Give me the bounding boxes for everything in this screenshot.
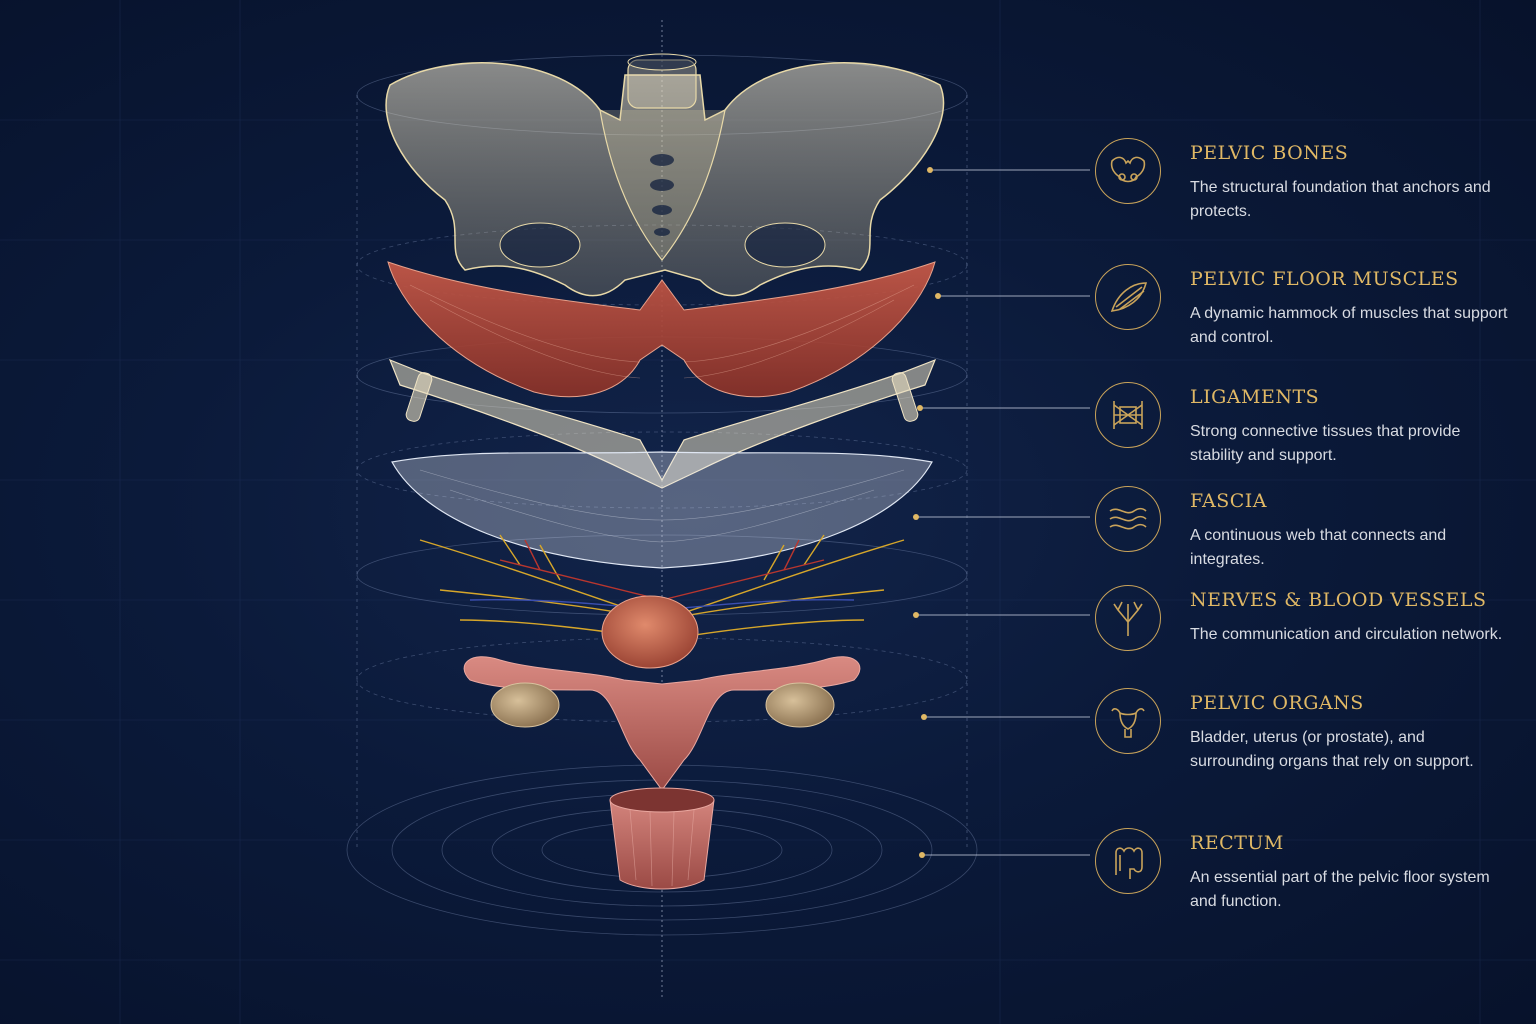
legend-description: The communication and circulation networ… (1190, 626, 1503, 643)
pelvic-floor-muscles-layer (387, 261, 936, 398)
legend-item-pelvic-floor-muscles: PELVIC FLOOR MUSCLES A dynamic hammock o… (1095, 264, 1515, 364)
legend-description: Strong connective tissues that provide s… (1190, 423, 1461, 464)
legend-description: An essential part of the pelvic floor sy… (1190, 869, 1490, 910)
muscle-icon (1095, 264, 1161, 330)
nerve-tree-icon (1095, 585, 1161, 651)
legend-description: A continuous web that connects and integ… (1190, 527, 1447, 568)
legend-title: PELVIC BONES (1190, 142, 1349, 164)
fascia-layer (391, 451, 933, 569)
legend-item-rectum: RECTUM An essential part of the pelvic f… (1095, 828, 1515, 928)
legend-item-fascia: FASCIA A continuous web that connects an… (1095, 486, 1515, 586)
ligament-icon (1095, 382, 1161, 448)
legend-item-nerves-blood-vessels: NERVES & BLOOD VESSELS The communication… (1095, 585, 1515, 685)
pelvis-icon (1095, 138, 1161, 204)
legend-description: A dynamic hammock of muscles that suppor… (1190, 305, 1508, 346)
fascia-waves-icon (1095, 486, 1161, 552)
legend-item-ligaments: LIGAMENTS Strong connective tissues that… (1095, 382, 1515, 482)
legend-description: The structural foundation that anchors a… (1190, 179, 1491, 220)
intestine-icon (1095, 828, 1161, 894)
left-ovary (490, 682, 560, 728)
legend-title: PELVIC FLOOR MUSCLES (1190, 268, 1459, 290)
legend-title: RECTUM (1190, 832, 1284, 854)
legend-title: LIGAMENTS (1190, 386, 1320, 408)
legend-description: Bladder, uterus (or prostate), and surro… (1190, 729, 1474, 770)
legend-title: PELVIC ORGANS (1190, 692, 1364, 714)
pelvic-bones-layer (385, 53, 945, 297)
legend-item-pelvic-bones: PELVIC BONES The structural foundation t… (1095, 138, 1515, 238)
uterus-icon (1095, 688, 1161, 754)
leader-lines (916, 169, 1090, 856)
legend-title: NERVES & BLOOD VESSELS (1190, 589, 1487, 611)
pelvic-organs-layer (463, 595, 861, 791)
legend-item-pelvic-organs: PELVIC ORGANS Bladder, uterus (or prosta… (1095, 688, 1515, 788)
ligaments-layer (388, 358, 937, 489)
legend-title: FASCIA (1190, 490, 1268, 512)
right-ovary (765, 682, 835, 728)
rectum-layer (609, 787, 715, 890)
leader-dots (913, 167, 941, 858)
bladder (601, 595, 699, 669)
